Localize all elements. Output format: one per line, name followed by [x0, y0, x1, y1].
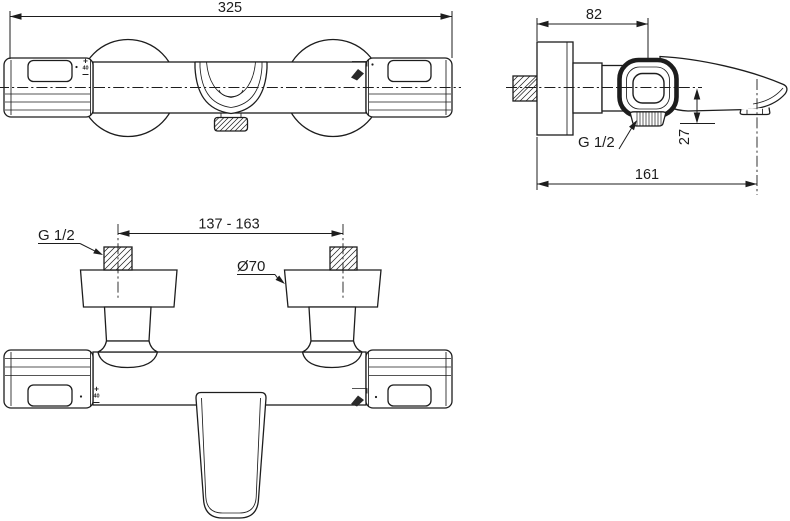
grip-pad-right-top: [387, 384, 432, 407]
dim-overall-width-label: 325: [218, 0, 242, 16]
handle-left-top: [3, 349, 94, 409]
handle-ridges: [5, 93, 451, 111]
temp-plus-label: +: [83, 56, 88, 66]
index-dot-top: [79, 395, 83, 398]
thread-label-side: G 1/2: [578, 134, 615, 151]
dim-wall-to-handle: 82: [536, 7, 649, 58]
wall-union-right: [283, 246, 382, 369]
grip-pad-left-top: [27, 384, 73, 407]
dim-161-label: 161: [635, 167, 659, 183]
inlet-pipe-side: [512, 75, 538, 102]
shower-icon-top: [351, 388, 378, 407]
handle-ridges-top: [5, 358, 451, 376]
top-view: + 40 137 - 163 G 1/2 Ø70: [3, 217, 453, 519]
temp-40-label: 40: [82, 66, 88, 72]
shower-icon: [351, 61, 374, 81]
body-section-1: [572, 62, 603, 114]
front-view: + 40 325: [0, 0, 461, 138]
side-view: 82 27 G 1/2 161: [506, 7, 788, 195]
dim-82-label: 82: [586, 7, 602, 23]
index-dot: [75, 65, 78, 69]
dim-137-163-label: 137 - 163: [198, 217, 259, 233]
thread-callout-side: G 1/2: [578, 120, 637, 151]
dim-inlet-centers: 137 - 163: [117, 217, 344, 299]
dim-outlet-drop: 27: [677, 88, 715, 145]
grip-pad-left: [27, 59, 73, 83]
dim-total-projection: 161: [536, 137, 757, 190]
diameter-callout: Ø70: [237, 258, 285, 284]
thread-label-top: G 1/2: [38, 227, 75, 244]
inlet-pipe-right: [329, 246, 358, 271]
dim-diameter-label: Ø70: [237, 258, 265, 275]
grip-pad-right: [387, 59, 432, 83]
temp-40-label-top: 40: [93, 394, 99, 400]
spout-top: [195, 391, 267, 519]
wall-escutcheon-side: [536, 41, 574, 136]
spout-side: [659, 55, 788, 116]
handle-end-view: [617, 57, 679, 119]
wall-union-left: [79, 246, 178, 369]
temperature-marking-top: + 40: [79, 384, 100, 403]
thread-callout-top: G 1/2: [38, 227, 103, 255]
temp-plus-label-top: +: [94, 384, 99, 394]
temperature-marking-front: + 40: [75, 56, 89, 75]
dim-overall-width: 325: [9, 0, 453, 59]
dim-27-label: 27: [677, 129, 693, 145]
spout-outlet-front: [213, 113, 249, 132]
